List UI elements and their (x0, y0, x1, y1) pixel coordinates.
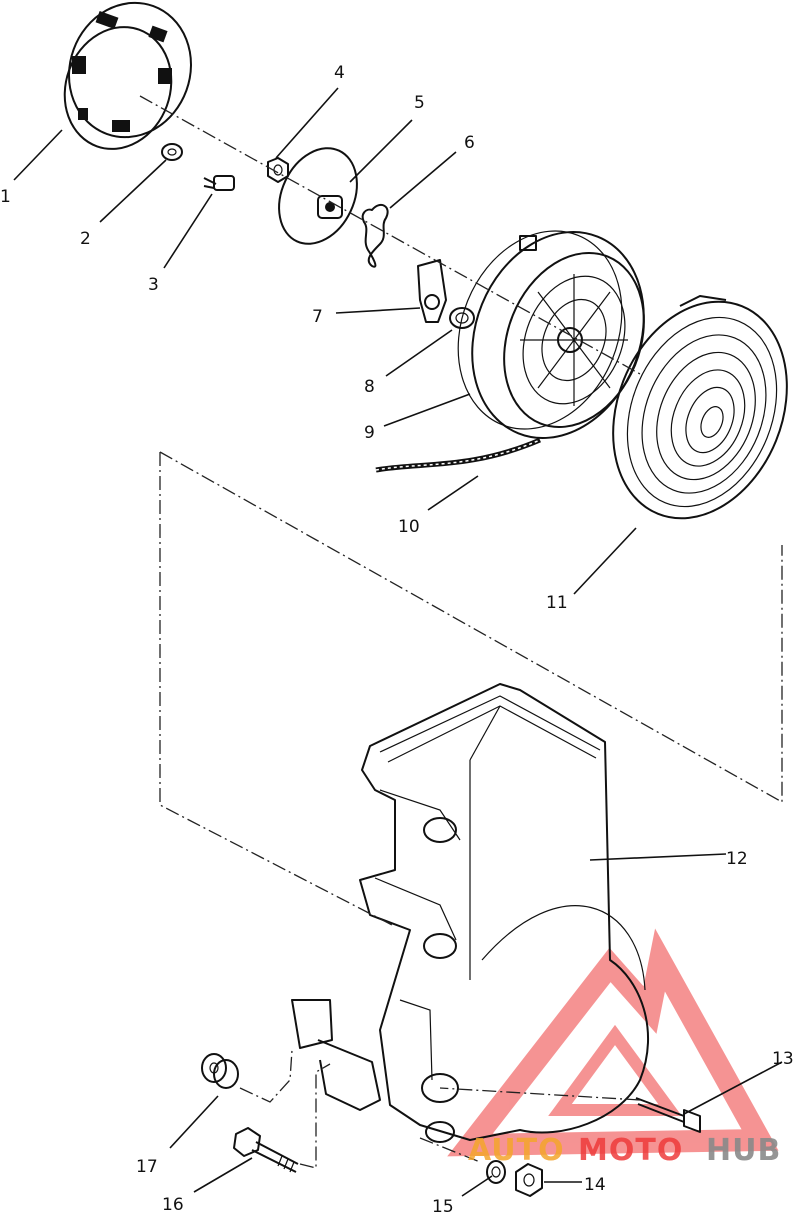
part-6-clip (361, 203, 389, 268)
part-11-recoil-spring (612, 295, 788, 520)
part-10-rope (375, 437, 541, 473)
alignment-lines (139, 95, 783, 1169)
part-15-washer (486, 1160, 506, 1184)
callout-17: 17 (136, 1157, 158, 1177)
mounting-bracket (291, 999, 381, 1111)
part-17-grommet (201, 1053, 239, 1089)
callout-16: 16 (162, 1195, 184, 1214)
leader-lines (13, 87, 783, 1197)
watermark-auto: AUTO (468, 1133, 565, 1168)
callout-10: 10 (398, 517, 420, 537)
callout-6: 6 (464, 133, 475, 153)
part-13-bolt (635, 1097, 701, 1133)
watermark-hub: HUB (706, 1133, 781, 1168)
part-1-starter-cup (63, 1, 192, 150)
part-9-reel (457, 230, 645, 439)
watermark-text: AUTO MOTO HUB (468, 1133, 781, 1168)
part-14-nut (515, 1163, 543, 1197)
part-16-bolt (233, 1127, 299, 1173)
callout-8: 8 (364, 377, 375, 397)
callout-11: 11 (546, 593, 568, 613)
callout-12: 12 (726, 849, 748, 869)
callout-9: 9 (364, 423, 375, 443)
callout-labels: 1 2 3 4 5 6 7 8 9 10 11 12 13 14 15 16 1… (0, 63, 794, 1214)
callout-15: 15 (432, 1197, 454, 1214)
callout-5: 5 (414, 93, 425, 113)
part-12-housing (359, 683, 649, 1143)
part-2-washer (161, 143, 183, 161)
part-3-screw (203, 175, 235, 191)
part-7-pawl (417, 259, 447, 323)
part-5-plate (278, 147, 358, 245)
part-4-nut (267, 157, 289, 183)
watermark-logo (447, 928, 779, 1157)
callout-2: 2 (80, 229, 91, 249)
callout-14: 14 (584, 1175, 606, 1195)
callout-7: 7 (312, 307, 323, 327)
callout-13: 13 (772, 1049, 794, 1069)
callout-3: 3 (148, 275, 159, 295)
callout-4: 4 (334, 63, 345, 83)
part-8-spring (449, 307, 475, 329)
callout-1: 1 (0, 187, 11, 207)
watermark-moto: MOTO (578, 1133, 683, 1168)
